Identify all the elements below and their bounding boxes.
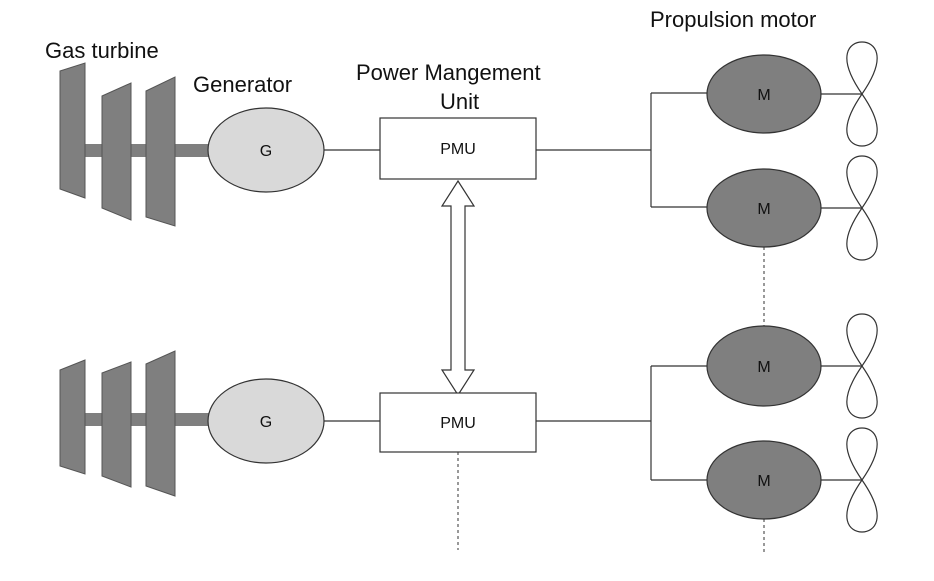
- turbine-blade-1-bottom: [59, 359, 86, 475]
- turbine-blade-3-bottom: [145, 350, 176, 497]
- propulsion-motor-label: Propulsion motor: [650, 7, 816, 32]
- motor-4-symbol: M: [757, 473, 770, 490]
- propeller-3-icon: [846, 313, 878, 419]
- generator-symbol-bottom: G: [260, 414, 272, 431]
- motor-2-symbol: M: [757, 201, 770, 218]
- generator-symbol-top: G: [260, 143, 272, 160]
- motor-1-symbol: M: [757, 87, 770, 104]
- motor-3-symbol: M: [757, 359, 770, 376]
- gas-turbine-top: [59, 62, 210, 227]
- turbine-blade-2-bottom: [101, 361, 132, 488]
- propeller-4-icon: [846, 427, 878, 533]
- propeller-1-icon: [846, 41, 878, 147]
- pmu-title-line2: Unit: [440, 89, 479, 114]
- turbine-blade-3-top: [145, 76, 176, 227]
- gas-turbine-label: Gas turbine: [45, 38, 159, 63]
- pmu-box-bottom: [379, 392, 537, 453]
- pmu-communication-arrow-icon: [440, 179, 476, 397]
- pmu-label-top: PMU: [440, 141, 476, 158]
- turbine-blade-1-top: [59, 62, 86, 199]
- propeller-2-icon: [846, 155, 878, 261]
- pmu-box-top: [379, 117, 537, 180]
- generator-label: Generator: [193, 72, 292, 97]
- turbine-blade-2-top: [101, 82, 132, 221]
- pmu-title-line1: Power Mangement: [356, 60, 541, 85]
- gas-turbine-bottom: [59, 350, 210, 497]
- pmu-label-bottom: PMU: [440, 415, 476, 432]
